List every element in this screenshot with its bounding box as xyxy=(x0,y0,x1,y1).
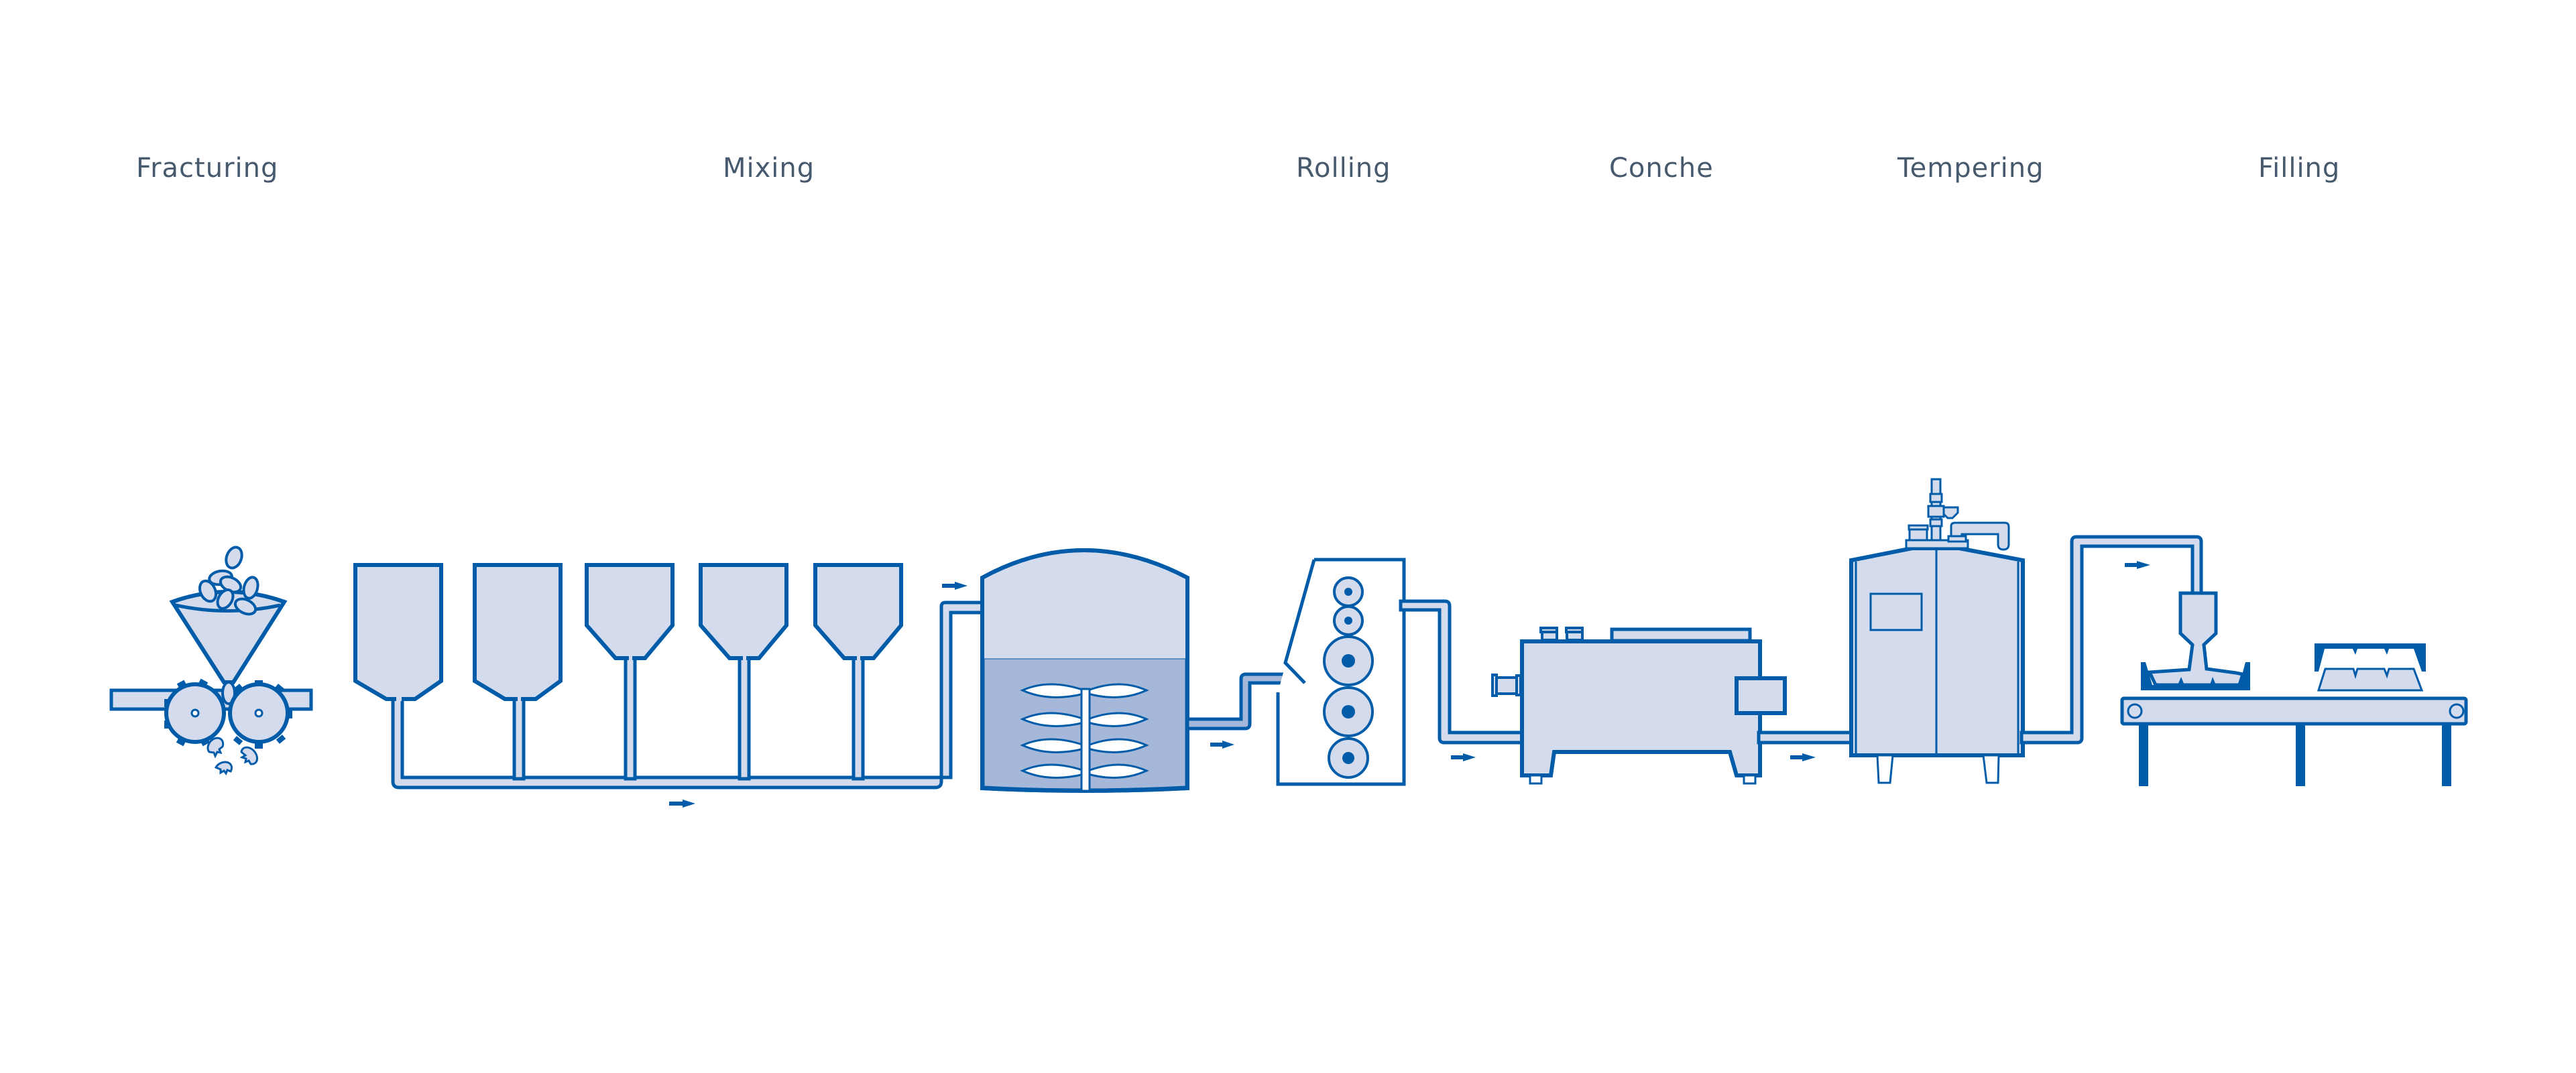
flow-arrow-icon xyxy=(2125,561,2150,569)
hopper-5 xyxy=(813,563,903,660)
hopper-funnel xyxy=(169,590,288,684)
rolling-mill xyxy=(1276,558,1406,786)
hopper-1 xyxy=(353,563,443,701)
conche-machine xyxy=(1491,627,1787,785)
mixer-agitator-icon xyxy=(1020,683,1149,792)
fracturing-machine xyxy=(109,546,313,776)
stage-label-fracturing: Fracturing xyxy=(136,153,279,184)
cracked-beans-icon xyxy=(207,737,258,776)
flow-arrow-icon xyxy=(942,582,968,590)
rollers-icon xyxy=(1323,576,1374,779)
flow-arrows xyxy=(669,561,2150,808)
crusher-roller-left xyxy=(164,678,226,747)
pipe-conche-to-tempering xyxy=(1757,731,1854,745)
tempering-machine xyxy=(1849,478,2025,784)
cocoa-beans-icon xyxy=(198,546,259,616)
stage-label-tempering: Tempering xyxy=(1897,153,2044,184)
mixing-tank xyxy=(980,548,1189,793)
hopper-4 xyxy=(699,563,788,660)
stage-label-mixing: Mixing xyxy=(723,153,815,184)
pipe-roller-to-conche xyxy=(1399,599,1531,745)
hopper-3 xyxy=(585,563,675,660)
stage-label-filling: Filling xyxy=(2258,153,2341,184)
flow-arrow-icon xyxy=(1210,741,1234,749)
filling-station xyxy=(2120,591,2468,786)
pipe-tempering-to-filling xyxy=(2019,535,2203,745)
stage-label-rolling: Rolling xyxy=(1296,153,1391,184)
hopper-2 xyxy=(473,563,563,701)
stage-label-conche: Conche xyxy=(1609,153,1714,184)
mixing-manifold-pipe xyxy=(391,601,991,790)
ingredient-hoppers xyxy=(353,563,903,701)
flow-arrow-icon xyxy=(669,800,695,808)
flow-arrow-icon xyxy=(1790,753,1816,761)
crusher-roller-right xyxy=(228,680,292,749)
flow-arrow-icon xyxy=(1451,753,1476,761)
hopper-funnel-rim xyxy=(175,603,281,613)
